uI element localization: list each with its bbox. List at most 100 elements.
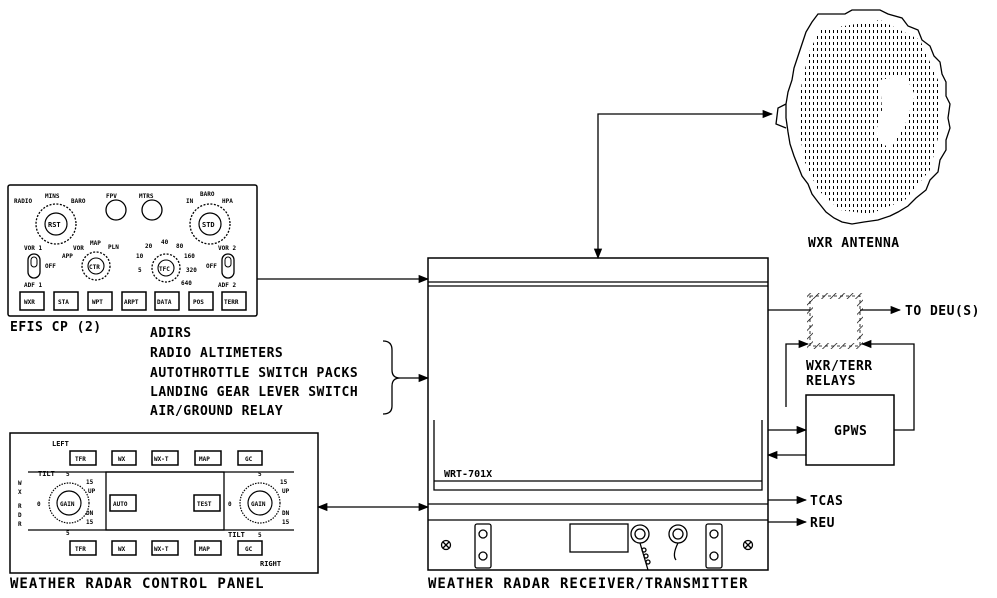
mtrs-button[interactable] [141, 199, 163, 221]
fpv-button[interactable] [105, 199, 127, 221]
range-640-label: 640 [181, 280, 192, 287]
app-mode-label: APP [62, 253, 73, 260]
pln-mode-label: PLN [108, 244, 119, 251]
left-gain-label: GAIN [60, 501, 75, 508]
input-adirs: ADIRS [150, 326, 192, 341]
left-tilt-label: TILT [38, 470, 55, 478]
cp-right-gain-knob: 5 15 UP DN 15 TILT 5 0 GAIN [228, 471, 290, 539]
receiver-transmitter: WRT-701X WEATHER RADAR RECEIVER/TRANSMIT… [427, 257, 769, 592]
antenna-blank-region [875, 75, 915, 150]
left-dn-label: DN [86, 510, 94, 517]
right-gain-knob[interactable] [247, 490, 273, 516]
efis-arpt-label: ARPT [124, 299, 139, 306]
right-tag: RIGHT [260, 560, 281, 568]
wxr-terr-relays: WXR/TERR RELAYS [806, 293, 873, 389]
right-tilt-5-dn: 5 [258, 532, 262, 539]
rt-label: WEATHER RADAR RECEIVER/TRANSMITTER [428, 576, 749, 592]
radio-label: RADIO [14, 198, 32, 205]
gpws-label: GPWS [834, 424, 867, 439]
efis-wxr-label: WXR [24, 299, 35, 306]
right-tilt-15-up: 15 [280, 479, 288, 486]
cp-left-gain-knob: TILT 5 15 UP DN 15 5 0 GAIN [37, 470, 96, 537]
cp-bottom-wx[interactable]: WX [111, 540, 137, 556]
cp-bottom-gc-label: GC [245, 546, 253, 553]
baro-label-left: BARO [71, 198, 86, 205]
left-tag: LEFT [52, 440, 69, 448]
left-tilt-5-dn: 5 [66, 530, 70, 537]
efis-button-sta[interactable]: STA [53, 291, 79, 311]
relays-box [807, 293, 863, 349]
range-10-label: 10 [136, 253, 144, 260]
efis-sta-label: STA [58, 299, 69, 306]
fpv-label: FPV [106, 193, 117, 200]
mins-label: MINS [45, 193, 60, 200]
cp-top-wx[interactable]: WX [111, 450, 137, 466]
cp-bottom-wxt-label: WX-T [154, 546, 169, 553]
efis-button-arpt[interactable]: ARPT [121, 291, 147, 311]
cp-bottom-wxt[interactable]: WX-T [151, 540, 179, 556]
range-160-label: 160 [184, 253, 195, 260]
efis-right-switch: VOR 2 OFF ADF 2 [206, 245, 236, 289]
ctr-label: CTR [89, 264, 100, 271]
input-autothrottle: AUTOTHROTTLE SWITCH PACKS [150, 366, 358, 381]
rt-handle-left [474, 523, 492, 569]
gpws-box [805, 394, 895, 466]
cp-top-gc[interactable]: GC [237, 450, 263, 466]
antenna-face [798, 20, 940, 214]
cp-top-wxt[interactable]: WX-T [151, 450, 179, 466]
right-tilt-5-up: 5 [258, 471, 262, 478]
left-tilt-5-up: 5 [66, 471, 70, 478]
rt-body [427, 257, 769, 571]
efis-button-terr[interactable]: TERR [221, 291, 247, 311]
efis-control-panel: RST RADIO MINS BARO FPV MTRS STD BARO IN… [7, 184, 258, 335]
cp-bottom-map-label: MAP [199, 546, 210, 553]
antenna-dish [785, 9, 951, 225]
efis-button-pos[interactable]: POS [188, 291, 214, 311]
efis-button-data[interactable]: DATA [154, 291, 180, 311]
wx-rdr-label-4: D [18, 512, 22, 519]
relays-label-1: WXR/TERR [806, 359, 873, 374]
mtrs-label: MTRS [139, 193, 154, 200]
cp-bottom-map[interactable]: MAP [194, 540, 222, 556]
control-panel-label: WEATHER RADAR CONTROL PANEL [10, 576, 265, 592]
right-dn-label: DN [282, 510, 290, 517]
efis-range-knob: TFC 10 20 40 80 160 320 640 5 [136, 239, 197, 287]
right-zero-label: 0 [228, 501, 232, 508]
cp-bottom-gc[interactable]: GC [237, 540, 263, 556]
cp-top-tfr[interactable]: TFR [69, 450, 97, 466]
cp-auto-button[interactable]: AUTO [109, 494, 137, 512]
cp-bottom-tfr[interactable]: TFR [69, 540, 97, 556]
rt-front-tray [433, 420, 763, 491]
left-up-label: UP [88, 488, 96, 495]
left-gain-knob[interactable] [56, 490, 82, 516]
connections: TO DEU(S) TCAS REU [257, 109, 979, 531]
cp-top-map-label: MAP [199, 456, 210, 463]
efis-right-knob: STD BARO IN HPA [186, 191, 233, 245]
antenna-label: WXR ANTENNA [808, 236, 900, 251]
wxr-antenna: WXR ANTENNA [775, 9, 951, 251]
rt-handle-right [705, 523, 723, 569]
cp-auto-label: AUTO [113, 501, 128, 508]
efis-terr-label: TERR [224, 299, 239, 306]
cp-test-button[interactable]: TEST [193, 494, 221, 512]
wx-rdr-label-1: W [18, 480, 22, 487]
weather-radar-control-panel: W X R D R LEFT RIGHT TFR WX WX-T MAP GC … [9, 432, 319, 592]
left-zero-label: 0 [37, 501, 41, 508]
std-label: STD [202, 221, 215, 229]
rt-connector [630, 524, 688, 571]
range-20-label: 20 [145, 243, 153, 250]
vor-mode-label: VOR [73, 245, 84, 252]
range-40-label: 40 [161, 239, 169, 246]
cp-top-gc-label: GC [245, 456, 253, 463]
efis-fpv-mtrs: FPV MTRS [105, 193, 163, 221]
efis-button-wxr[interactable]: WXR [19, 291, 45, 311]
left-tilt-15-up: 15 [86, 479, 94, 486]
cp-top-map[interactable]: MAP [194, 450, 222, 466]
efis-button-wpt[interactable]: WPT [87, 291, 113, 311]
efis-mode-knob: CTR MAP VOR APP PLN [62, 240, 119, 281]
wx-rdr-label-5: R [18, 521, 22, 528]
efis-pos-label: POS [193, 299, 204, 306]
input-landing-gear: LANDING GEAR LEVER SWITCH [150, 385, 358, 400]
cp-bottom-tfr-label: TFR [75, 546, 86, 553]
